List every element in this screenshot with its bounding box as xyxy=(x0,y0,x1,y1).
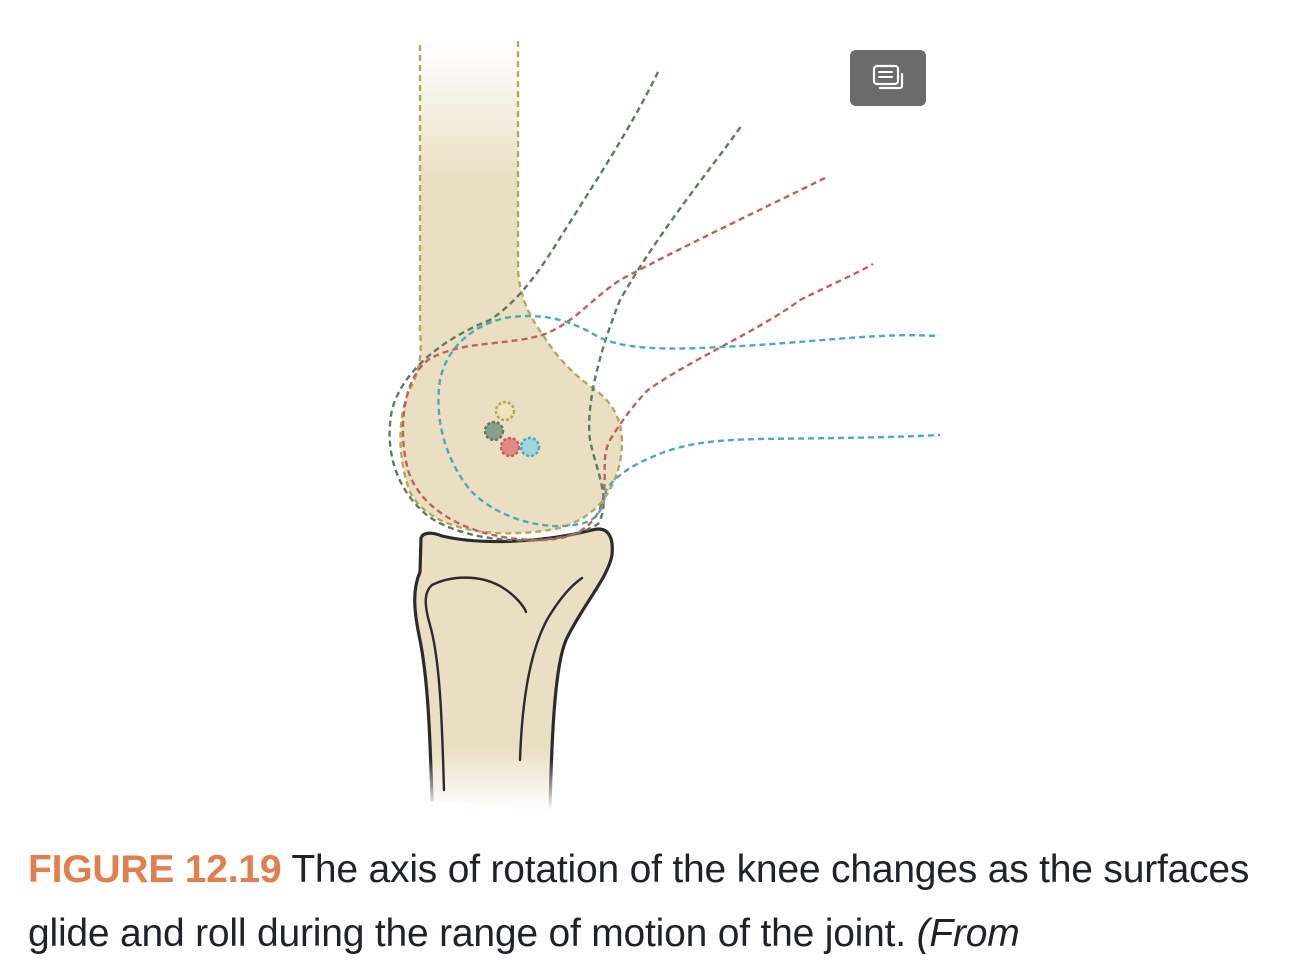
femur-outline-teal xyxy=(437,314,941,528)
caption-text: The axis of rotation of the knee changes… xyxy=(28,848,1250,955)
caption-cards-icon xyxy=(872,64,904,90)
tibia-inner-right xyxy=(518,576,584,762)
figure-caption: FIGURE 12.19 The axis of rotation of the… xyxy=(28,838,1298,966)
knee-axis-illustration xyxy=(388,40,941,812)
axis-marker-teal xyxy=(519,436,541,458)
tibia-shape xyxy=(414,529,613,810)
axis-marker-red xyxy=(499,436,521,458)
axis-marker-olive xyxy=(483,420,505,442)
femur-outline-olive xyxy=(388,71,743,542)
tibia-inner-left xyxy=(424,576,528,792)
caption-toggle-button[interactable] xyxy=(850,50,926,106)
caption-source: (From xyxy=(916,912,1020,955)
figure-label: FIGURE 12.19 xyxy=(28,848,282,891)
femur-outline-red xyxy=(401,176,874,542)
axis-marker-tan xyxy=(494,400,516,422)
knee-figure xyxy=(388,40,941,812)
femur-shape xyxy=(400,42,622,534)
